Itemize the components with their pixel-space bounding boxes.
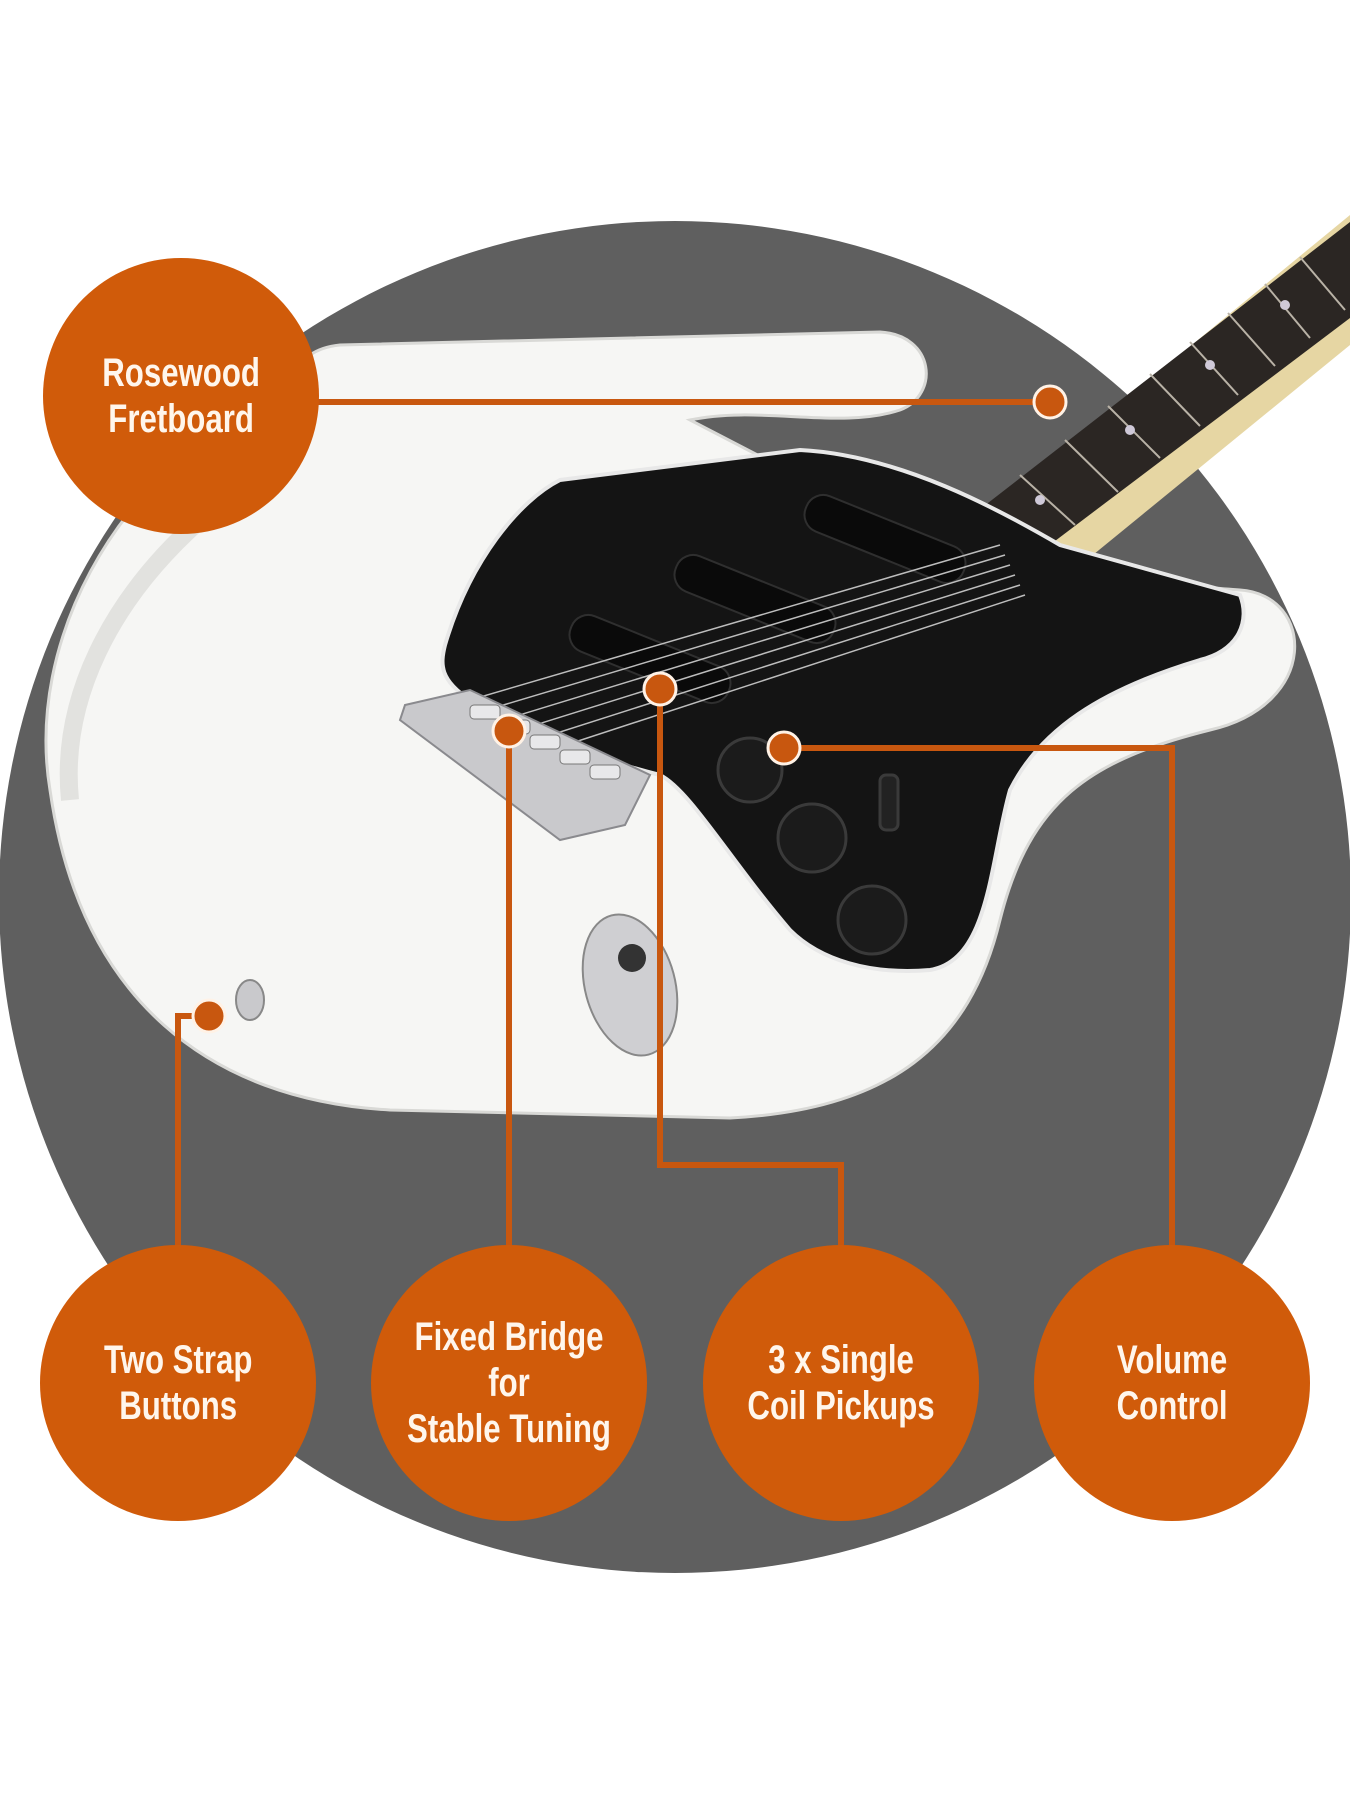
strap-button: [235, 979, 265, 1021]
pickups: [568, 493, 967, 705]
callout-label: Rosewood Fretboard: [102, 351, 260, 441]
callout-label: Two Strap Buttons: [103, 1338, 253, 1428]
callout-fixed-bridge: Fixed Bridge for Stable Tuning: [371, 1245, 647, 1521]
knobs: [716, 736, 908, 956]
callout-lines: [175, 399, 1175, 1250]
callout-label: Fixed Bridge for Stable Tuning: [407, 1315, 611, 1451]
output-jack-plate: [581, 913, 679, 1057]
callout-label: 3 x Single Coil Pickups: [747, 1338, 935, 1428]
guitar-neck: [930, 215, 1350, 590]
callout-label: Volume Control: [1116, 1338, 1228, 1428]
callout-rosewood-fretboard: Rosewood Fretboard: [43, 258, 319, 534]
bridge: [398, 688, 652, 842]
callout-strap-buttons: Two Strap Buttons: [40, 1245, 316, 1521]
callout-volume-control: Volume Control: [1034, 1245, 1310, 1521]
callout-dots: [191, 384, 1068, 1034]
strings: [469, 544, 1026, 761]
callout-single-coil-pickups: 3 x Single Coil Pickups: [703, 1245, 979, 1521]
